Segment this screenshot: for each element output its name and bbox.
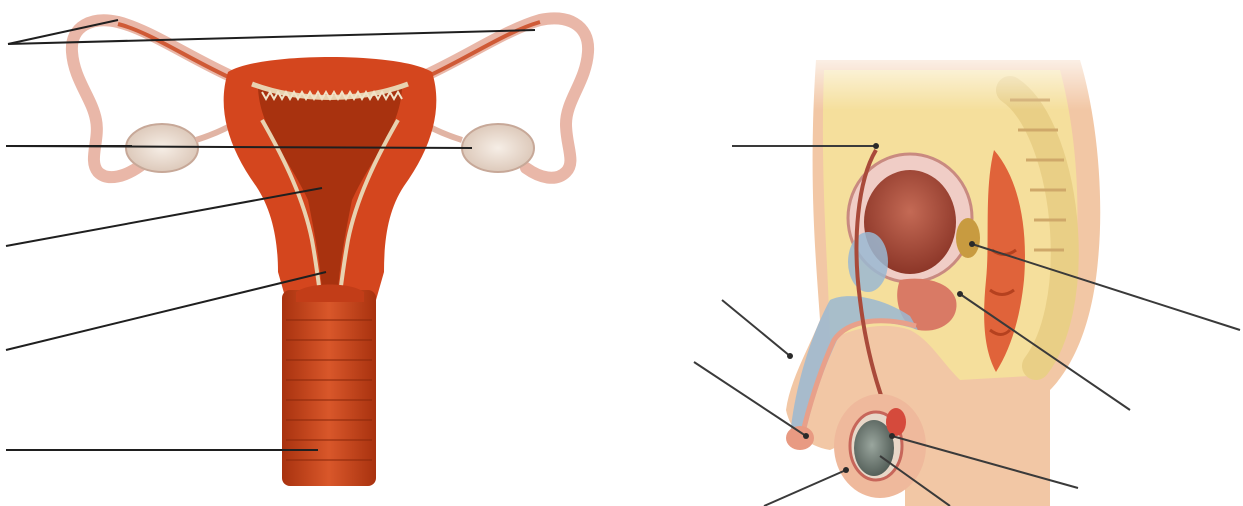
left-ovary [126, 124, 198, 172]
dot-prostate [957, 291, 963, 297]
top-fade [800, 40, 1100, 110]
dot-bladder [873, 143, 879, 149]
leader-line-fallopian-tube-left [8, 20, 118, 44]
leader-line-vas-deferens [722, 300, 790, 356]
epididymis [886, 408, 906, 436]
leader-line-fallopian-tube-right [8, 30, 535, 44]
leader-line-scrotum [764, 470, 846, 506]
pubic-bone [848, 232, 888, 292]
seminal-vesicle [956, 218, 980, 258]
male-reproductive-panel [694, 40, 1240, 506]
glans [786, 426, 814, 450]
right-ovary [462, 124, 534, 172]
leader-line-cervix [6, 272, 326, 350]
dot-scrotum [843, 467, 849, 473]
female-reproductive-panel [6, 18, 588, 486]
dot-urethra [803, 433, 809, 439]
dot-epididymis [889, 433, 895, 439]
dot-vas-deferens [787, 353, 793, 359]
dot-seminal-vesicle [969, 241, 975, 247]
